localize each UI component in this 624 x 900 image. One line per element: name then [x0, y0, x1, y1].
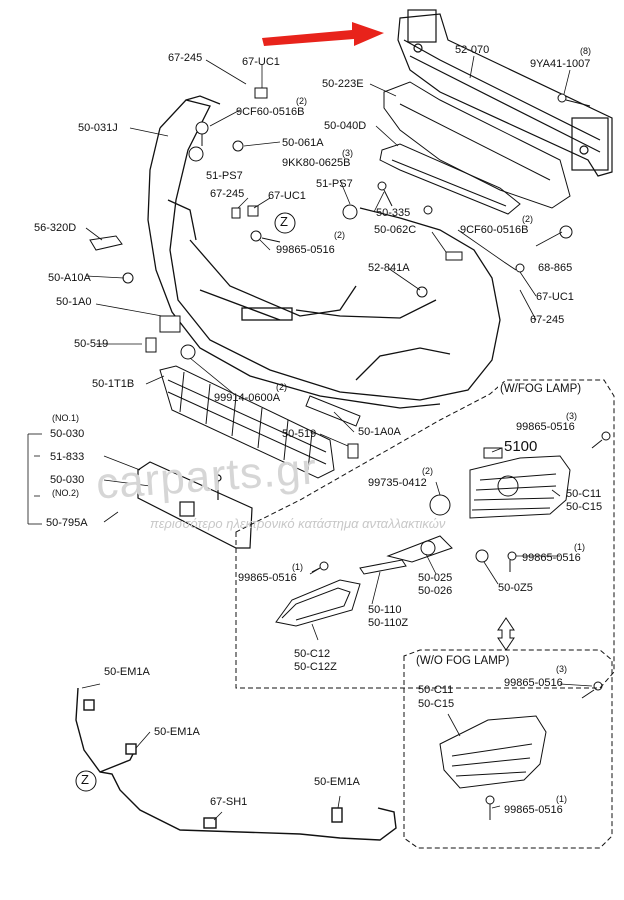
- part-label: 50-A10A: [48, 272, 91, 284]
- leader-lines: [27, 55, 593, 821]
- part-label: 50-C12Z: [294, 661, 337, 673]
- part-label: 50-EM1A: [314, 776, 360, 788]
- z-marker-label: Z: [280, 214, 288, 229]
- energy-absorber: [383, 81, 571, 209]
- fasteners: [145, 87, 591, 459]
- with-fog-lamp-title: (W/FOG LAMP): [498, 383, 584, 395]
- part-label: 9YA41-1007: [530, 58, 591, 70]
- part-label: 50-1A0A: [358, 426, 401, 438]
- part-label: 50-C12: [294, 648, 331, 660]
- part-label: 50-C11: [418, 684, 454, 696]
- part-label: 50-062C: [374, 224, 417, 236]
- z-marker-label: Z: [81, 772, 89, 787]
- part-label: 99735-0412: [368, 477, 427, 489]
- part-label: 50-223E: [322, 78, 364, 90]
- part-label: 5100: [504, 438, 538, 455]
- with-fog-box: [235, 379, 615, 849]
- part-label: 50-C11: [566, 488, 602, 500]
- part-label: 51-PS7: [206, 170, 243, 182]
- part-label: 99865-0516: [516, 421, 575, 433]
- part-qty: (1): [292, 562, 303, 572]
- lower-bracket: [379, 143, 521, 215]
- part-qty: (1): [556, 794, 567, 804]
- watermark-tagline: περισσότερο ηλεκτρονικό κατάστημα ανταλλ…: [150, 516, 446, 531]
- part-label: 52-841A: [368, 262, 410, 274]
- part-qty: (2): [276, 382, 287, 392]
- part-label: 67-245: [530, 314, 565, 326]
- swap-arrow-icon: [497, 617, 515, 651]
- part-label: 99865-0516: [504, 677, 563, 689]
- part-label: 51-833: [50, 451, 85, 463]
- part-label: 99865-0516: [238, 572, 297, 584]
- part-label: 9KK80-0625B: [282, 157, 351, 169]
- part-label: 67-UC1: [242, 56, 280, 68]
- part-label: 50-1T1B: [92, 378, 135, 390]
- part-label: 67-245: [168, 52, 203, 64]
- part-label: 50-EM1A: [104, 666, 150, 678]
- part-label: 99914-0600A: [214, 392, 281, 404]
- part-qty: (NO.1): [52, 413, 79, 423]
- part-qty: (NO.2): [52, 488, 79, 498]
- part-label: 50-025: [418, 572, 453, 584]
- part-label: 50-EM1A: [154, 726, 200, 738]
- part-label: 99865-0516: [276, 244, 335, 256]
- part-label: 99865-0516: [522, 552, 581, 564]
- without-fog-lamp-title: (W/O FOG LAMP): [414, 655, 512, 667]
- license-plate-bracket: [137, 461, 253, 549]
- fog-lamp-bezel: [275, 431, 611, 627]
- part-label: 50-519: [74, 338, 109, 350]
- part-label: 9CF60-0516B: [460, 224, 529, 236]
- part-label: 50-026: [418, 585, 453, 597]
- part-qty: (3): [556, 664, 567, 674]
- part-label: 50-031J: [78, 122, 118, 134]
- part-label: 50-040D: [324, 120, 367, 132]
- part-label: 50-110: [368, 604, 402, 616]
- no-fog-bezel: [439, 681, 603, 820]
- part-label: 50-1A0: [56, 296, 92, 308]
- bumper-reinforcement: [397, 9, 613, 177]
- part-qty: (2): [334, 230, 345, 240]
- z-marker-icon: [75, 212, 296, 792]
- part-label: 50-030: [50, 428, 85, 440]
- part-label: 67-UC1: [268, 190, 306, 202]
- part-label: 52-070: [455, 44, 490, 56]
- part-qty: (2): [422, 466, 433, 476]
- part-label: 51-PS7: [316, 178, 353, 190]
- part-qty: (2): [522, 214, 533, 224]
- part-label: 67-245: [210, 188, 245, 200]
- side-clip: [89, 235, 134, 284]
- part-label: 50-C15: [566, 501, 603, 513]
- lower-grille: [159, 365, 335, 479]
- part-label: 9CF60-0516B: [236, 106, 305, 118]
- part-label: 50-030: [50, 474, 85, 486]
- wiring-harness: [75, 687, 397, 841]
- part-label: 50-061A: [282, 137, 324, 149]
- red-arrow-icon: [262, 22, 384, 46]
- part-label: 50-C15: [418, 698, 455, 710]
- part-label: 50-795A: [46, 517, 88, 529]
- part-label: 50-519: [282, 428, 317, 440]
- part-label: 68-865: [538, 262, 573, 274]
- part-label: 50-110Z: [368, 617, 409, 629]
- part-qty: (1): [574, 542, 585, 552]
- part-label: 50-335: [376, 207, 411, 219]
- bumper-cover: [147, 95, 501, 409]
- part-qty: (8): [580, 46, 591, 56]
- part-label: 56-320D: [34, 222, 77, 234]
- part-qty: (2): [296, 96, 307, 106]
- part-qty: (3): [566, 411, 577, 421]
- part-label: 50-0Z5: [498, 582, 533, 594]
- part-label: 67-UC1: [536, 291, 574, 303]
- part-qty: (3): [342, 148, 353, 158]
- part-label: 67-SH1: [210, 796, 248, 808]
- part-label: 99865-0516: [504, 804, 563, 816]
